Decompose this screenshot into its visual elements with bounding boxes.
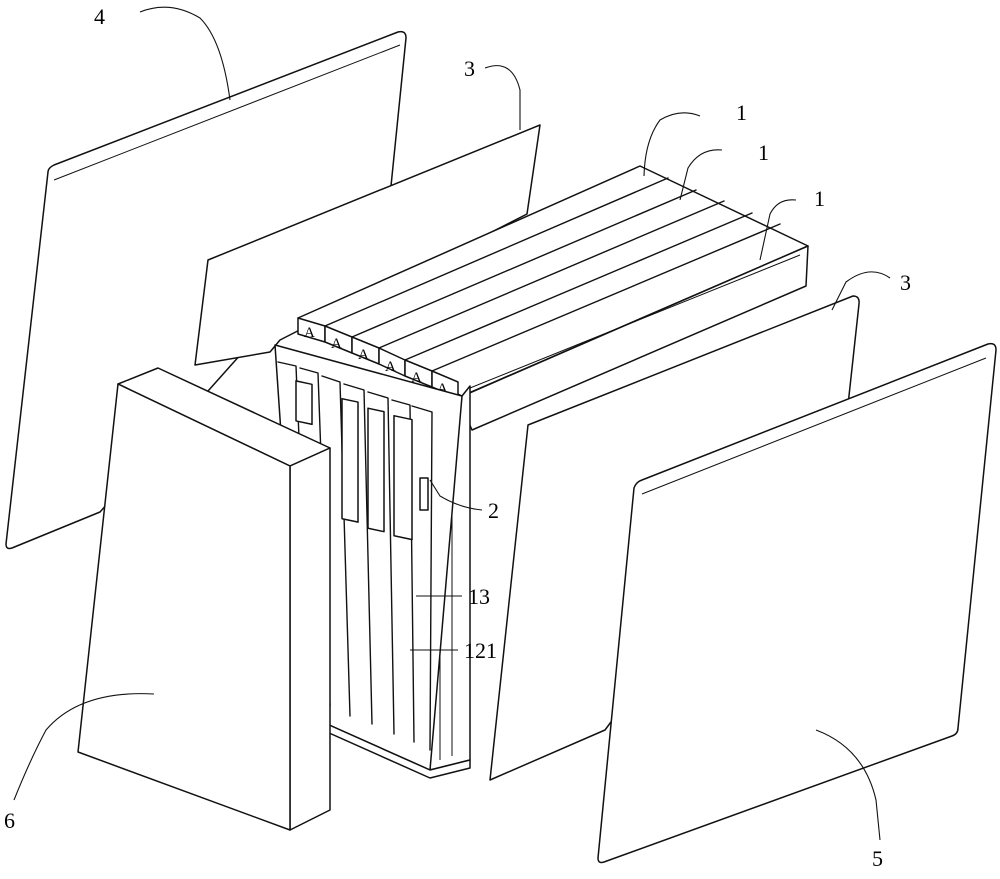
block-6	[77, 367, 331, 831]
cell-mark: A	[358, 347, 369, 363]
label-part-1-b: 1	[758, 140, 769, 165]
cell-mark: A	[331, 336, 342, 352]
battery-module: A A A A A A	[274, 165, 809, 779]
plate-3-left	[194, 124, 541, 366]
label-part-1-c: 1	[814, 186, 825, 211]
cell-top-dividers	[324, 177, 781, 372]
cell-mark: A	[385, 359, 396, 375]
label-part-3-left: 3	[464, 56, 475, 81]
leader-lines	[13, 6, 891, 841]
part-labels: 4 3 1 1 1 3 2 13 121 6 5	[4, 4, 911, 871]
label-part-6: 6	[4, 808, 15, 833]
label-part-2: 2	[488, 498, 499, 523]
label-part-13: 13	[468, 584, 490, 609]
label-part-4: 4	[94, 4, 105, 29]
cell-letter-marks: A A A A A A	[304, 325, 448, 397]
label-part-1-a: 1	[736, 100, 747, 125]
plate-5	[597, 342, 997, 864]
label-part-3-right: 3	[900, 270, 911, 295]
cell-mark: A	[437, 381, 448, 397]
label-part-121: 121	[464, 638, 497, 663]
connector-tabs	[295, 380, 429, 541]
cell-mark: A	[411, 370, 422, 386]
label-part-5: 5	[872, 846, 883, 871]
cell-mark: A	[304, 325, 315, 341]
